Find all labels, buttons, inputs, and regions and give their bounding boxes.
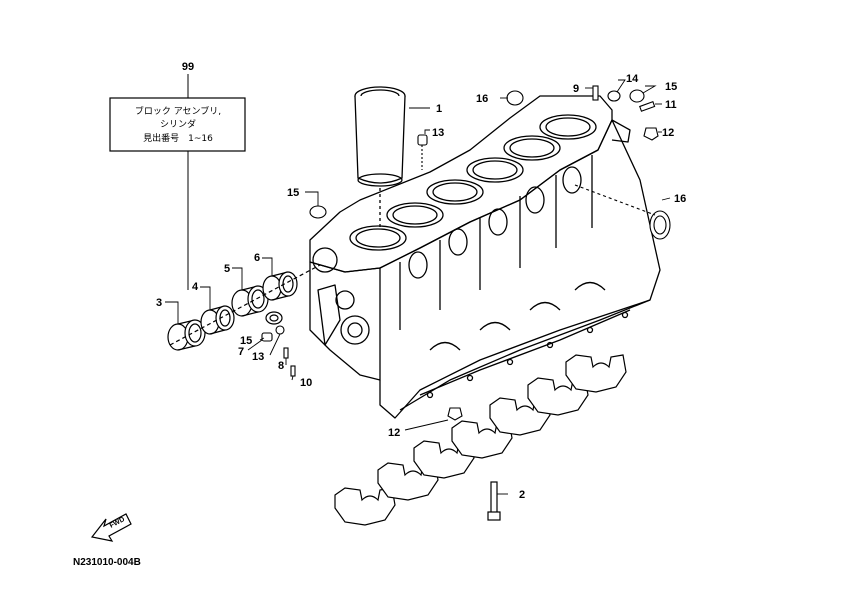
callout-10: 10 [300, 377, 312, 389]
callout-13-front: 13 [252, 351, 264, 363]
legend-line-1: ブロック アセンブリ, [135, 105, 221, 117]
callout-12-right: 12 [662, 127, 674, 139]
callout-8: 8 [278, 360, 284, 372]
callout-14: 14 [626, 73, 639, 85]
callout-16-top: 16 [476, 93, 488, 105]
callout-13-top: 13 [432, 127, 444, 139]
callout-15-top-left: 15 [287, 187, 299, 199]
diagram-code: N231010-004B [73, 557, 141, 568]
legend-line-3: 見出番号 1~16 [143, 132, 213, 144]
callout-9: 9 [573, 83, 579, 95]
forward-arrow-icon: FWD [90, 513, 132, 542]
cylinder-block [309, 95, 661, 419]
callout-7: 7 [238, 346, 244, 358]
cylinder-liner [354, 86, 406, 228]
assembly-legend-box: 99 ブロック アセンブリ, シリンダ 見出番号 1~16 [109, 61, 246, 290]
legend-ref-number: 99 [182, 61, 194, 73]
callout-2: 2 [519, 489, 525, 501]
callout-1: 1 [436, 103, 442, 115]
callout-15-front: 15 [240, 335, 252, 347]
small-fasteners [261, 85, 671, 421]
callout-5: 5 [224, 263, 230, 275]
main-bearing-caps [334, 354, 627, 526]
bearing-sleeves [167, 264, 321, 351]
callout-4: 4 [192, 281, 199, 293]
callout-11: 11 [665, 99, 677, 111]
callout-16-right: 16 [674, 193, 686, 205]
legend-line-2: シリンダ [160, 118, 196, 130]
callout-3: 3 [156, 297, 162, 309]
callout-12-bottom: 12 [388, 427, 400, 439]
callout-labels: 1 2 3 4 5 6 7 8 9 10 11 12 12 13 13 14 1… [156, 73, 686, 501]
leader-lines [165, 79, 671, 495]
callout-6: 6 [254, 252, 260, 264]
callout-15-top-right: 15 [665, 81, 677, 93]
